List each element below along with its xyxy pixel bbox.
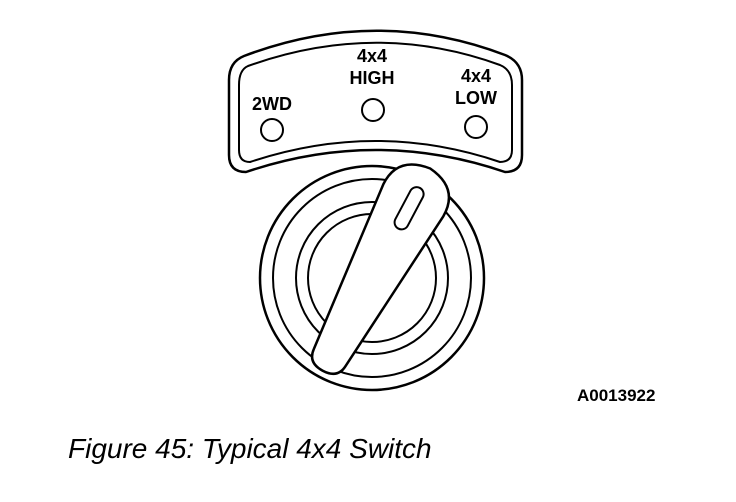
bezel-outer-ring: [258, 164, 486, 392]
indicator-panel: [227, 29, 524, 174]
knob-lever[interactable]: [293, 153, 461, 387]
figure-caption: Figure 45: Typical 4x4 Switch: [68, 433, 432, 464]
panel-inner-border: [238, 41, 513, 163]
label-4x4-low-line1: 4x4: [461, 66, 491, 86]
rotary-switch: [258, 164, 486, 392]
bezel-third-ring: [295, 201, 449, 355]
figure-reference-code: A0013922: [577, 386, 655, 405]
indicator-lamp-2wd: [260, 118, 284, 142]
knob-grip-slot: [393, 186, 425, 231]
bezel-second-ring: [272, 178, 472, 378]
label-4x4-low-line2: LOW: [455, 88, 497, 108]
indicator-lamp-4x4-high: [361, 98, 385, 122]
label-2wd: 2WD: [252, 94, 292, 114]
switch-knob[interactable]: [293, 153, 461, 387]
label-4x4-high-line1: 4x4: [357, 46, 387, 66]
panel-outer-border: [227, 29, 524, 174]
label-4x4-high-line2: HIGH: [350, 68, 395, 88]
indicator-lamp-4x4-low: [464, 115, 488, 139]
